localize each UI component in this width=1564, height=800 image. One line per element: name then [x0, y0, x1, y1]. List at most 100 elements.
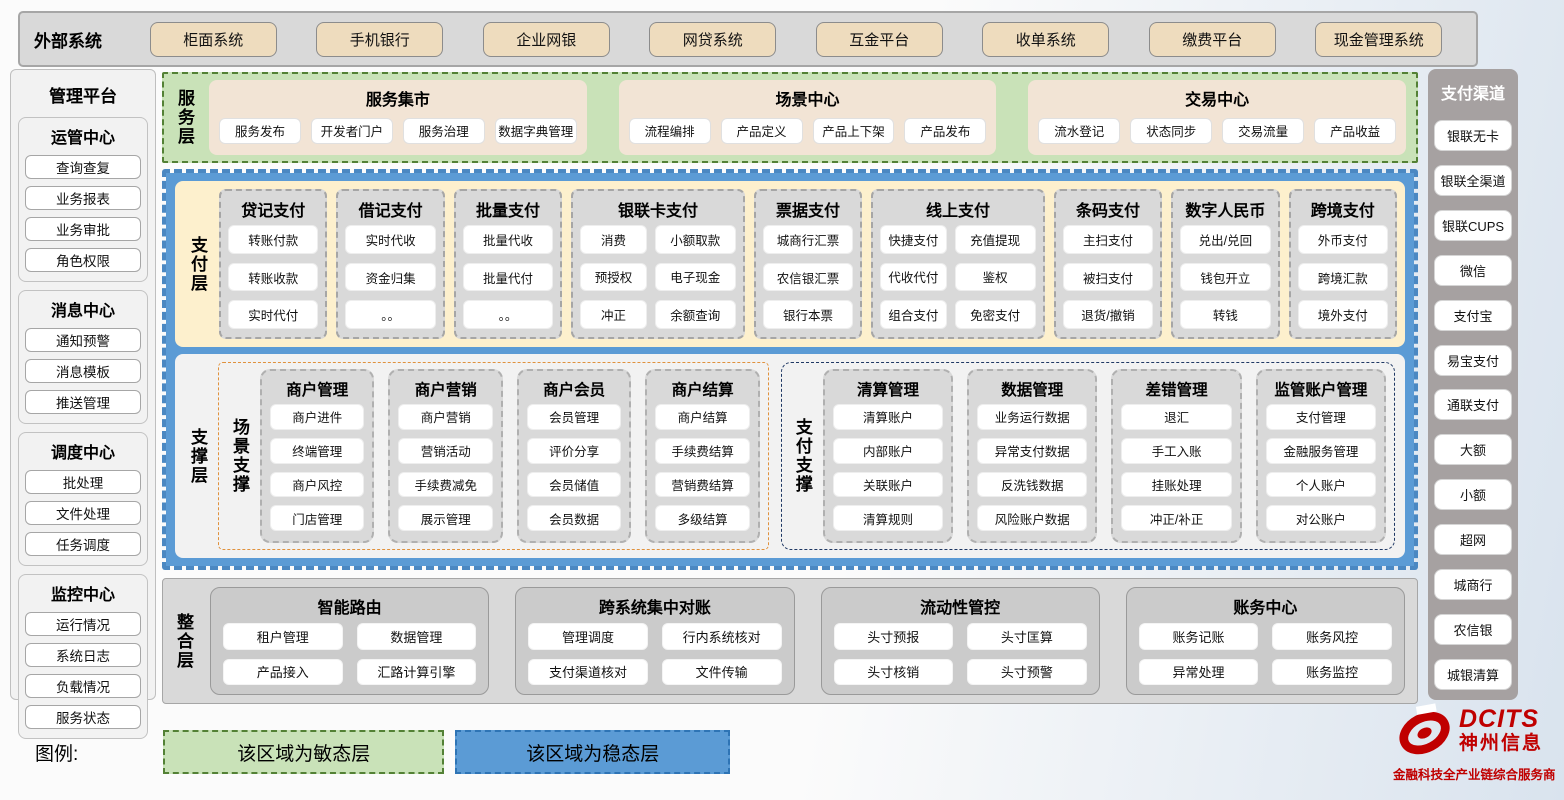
channel-button[interactable]: 银联CUPS [1434, 209, 1512, 241]
module-chip[interactable]: 产品接入 [223, 658, 343, 685]
module-button[interactable]: 业务审批 [25, 217, 141, 241]
module-chip[interactable]: 手工入账 [1121, 437, 1232, 464]
module-chip[interactable]: 商户营销 [398, 404, 493, 430]
module-chip[interactable]: 被扫支付 [1062, 262, 1154, 292]
module-chip[interactable]: 业务运行数据 [977, 404, 1088, 430]
module-chip[interactable]: 会员管理 [526, 404, 622, 430]
module-button[interactable]: 任务调度 [25, 532, 141, 556]
module-chip[interactable]: 营销费结算 [655, 471, 750, 498]
channel-button[interactable]: 通联支付 [1434, 389, 1512, 421]
module-chip[interactable]: 余额查询 [654, 300, 736, 329]
module-button[interactable]: 业务报表 [25, 186, 141, 210]
module-chip[interactable]: 冲正/补正 [1121, 505, 1232, 531]
external-system-button[interactable]: 网贷系统 [649, 21, 777, 57]
module-chip[interactable]: 产品发布 [904, 117, 987, 144]
module-chip[interactable]: 挂账处理 [1121, 471, 1232, 498]
module-chip[interactable]: 跨境汇款 [1297, 262, 1389, 292]
module-chip[interactable]: 小额取款 [654, 225, 736, 254]
module-chip[interactable]: 支付渠道核对 [528, 658, 648, 685]
module-chip[interactable]: 商户风控 [270, 471, 365, 498]
channel-button[interactable]: 小额 [1434, 479, 1512, 511]
module-chip[interactable]: 评价分享 [526, 437, 622, 464]
external-system-button[interactable]: 手机银行 [316, 21, 444, 57]
module-chip[interactable]: 反洗钱数据 [977, 471, 1088, 498]
module-button[interactable]: 文件处理 [25, 501, 141, 525]
external-system-button[interactable]: 缴费平台 [1148, 21, 1276, 57]
module-chip[interactable]: 流水登记 [1038, 117, 1121, 144]
channel-button[interactable]: 农信银 [1434, 614, 1512, 646]
module-chip[interactable]: 风险账户数据 [977, 505, 1088, 531]
module-chip[interactable]: 钱包开立 [1180, 262, 1271, 292]
module-chip[interactable]: 消费 [580, 225, 647, 254]
module-chip[interactable]: 展示管理 [398, 505, 493, 531]
module-chip[interactable]: 汇路计算引擎 [356, 658, 477, 685]
module-chip[interactable]: 批量代付 [462, 262, 554, 292]
module-chip[interactable]: 免密支付 [954, 300, 1036, 329]
module-chip[interactable]: 。。 [345, 300, 436, 330]
module-chip[interactable]: 批量代收 [462, 225, 554, 254]
module-button[interactable]: 通知预警 [25, 328, 141, 352]
module-chip[interactable]: 状态同步 [1130, 117, 1213, 144]
module-chip[interactable]: 终端管理 [270, 437, 365, 464]
module-chip[interactable]: 数据字典管理 [494, 117, 577, 144]
module-chip[interactable]: 清算账户 [832, 404, 944, 430]
module-chip[interactable]: 鉴权 [954, 262, 1036, 292]
channel-button[interactable]: 城银清算 [1434, 658, 1512, 690]
module-chip[interactable]: 异常支付数据 [977, 437, 1088, 464]
module-chip[interactable]: 服务治理 [402, 117, 485, 144]
external-system-button[interactable]: 收单系统 [982, 21, 1110, 57]
channel-button[interactable]: 城商行 [1434, 569, 1512, 601]
channel-button[interactable]: 支付宝 [1434, 299, 1512, 331]
module-chip[interactable]: 退货/撤销 [1062, 300, 1154, 330]
module-chip[interactable]: 会员数据 [526, 505, 622, 531]
module-chip[interactable]: 门店管理 [270, 505, 365, 531]
external-system-button[interactable]: 互金平台 [815, 21, 943, 57]
module-button[interactable]: 运行情况 [25, 612, 141, 636]
module-chip[interactable]: 头寸核销 [833, 658, 954, 685]
channel-button[interactable]: 银联无卡 [1434, 119, 1512, 151]
module-chip[interactable]: 预授权 [580, 262, 647, 292]
module-chip[interactable]: 快捷支付 [880, 225, 947, 254]
module-button[interactable]: 负载情况 [25, 674, 141, 698]
module-chip[interactable]: 兑出/兑回 [1180, 225, 1271, 254]
module-chip[interactable]: 银行本票 [762, 300, 854, 330]
module-chip[interactable]: 数据管理 [356, 623, 477, 650]
module-button[interactable]: 消息模板 [25, 359, 141, 383]
module-chip[interactable]: 租户管理 [223, 623, 343, 650]
module-button[interactable]: 查询查复 [25, 155, 141, 179]
module-chip[interactable]: 农信银汇票 [762, 262, 854, 292]
module-chip[interactable]: 外币支付 [1297, 225, 1389, 254]
module-chip[interactable]: 境外支付 [1297, 300, 1389, 330]
channel-button[interactable]: 微信 [1434, 254, 1512, 286]
module-chip[interactable]: 头寸匡算 [967, 623, 1087, 650]
module-button[interactable]: 服务状态 [25, 705, 141, 729]
module-chip[interactable]: 实时代收 [345, 225, 436, 254]
module-chip[interactable]: 账务风控 [1272, 623, 1392, 650]
module-chip[interactable]: 内部账户 [832, 437, 944, 464]
module-chip[interactable]: 转账收款 [228, 262, 319, 292]
module-button[interactable]: 角色权限 [25, 248, 141, 272]
module-chip[interactable]: 实时代付 [228, 300, 319, 330]
module-chip[interactable]: 开发者门户 [310, 117, 393, 144]
module-chip[interactable]: 行内系统核对 [661, 623, 782, 650]
module-chip[interactable]: 个人账户 [1265, 471, 1377, 498]
module-chip[interactable]: 转账付款 [228, 225, 319, 254]
module-button[interactable]: 批处理 [25, 470, 141, 494]
external-system-button[interactable]: 企业网银 [482, 21, 610, 57]
module-chip[interactable]: 多级结算 [655, 505, 750, 531]
module-button[interactable]: 推送管理 [25, 390, 141, 414]
module-chip[interactable]: 转钱 [1180, 300, 1271, 330]
module-chip[interactable]: 关联账户 [832, 471, 944, 498]
module-chip[interactable]: 退汇 [1121, 404, 1232, 430]
module-chip[interactable]: 会员储值 [526, 471, 622, 498]
channel-button[interactable]: 大额 [1434, 434, 1512, 466]
module-chip[interactable]: 商户结算 [655, 404, 750, 430]
channel-button[interactable]: 易宝支付 [1434, 344, 1512, 376]
module-chip[interactable]: 冲正 [580, 300, 647, 329]
channel-button[interactable]: 银联全渠道 [1434, 164, 1512, 196]
module-chip[interactable]: 手续费结算 [655, 437, 750, 464]
module-chip[interactable]: 充值提现 [954, 225, 1036, 254]
module-chip[interactable]: 服务发布 [219, 117, 301, 144]
module-chip[interactable]: 营销活动 [398, 437, 493, 464]
module-chip[interactable]: 组合支付 [880, 300, 947, 329]
